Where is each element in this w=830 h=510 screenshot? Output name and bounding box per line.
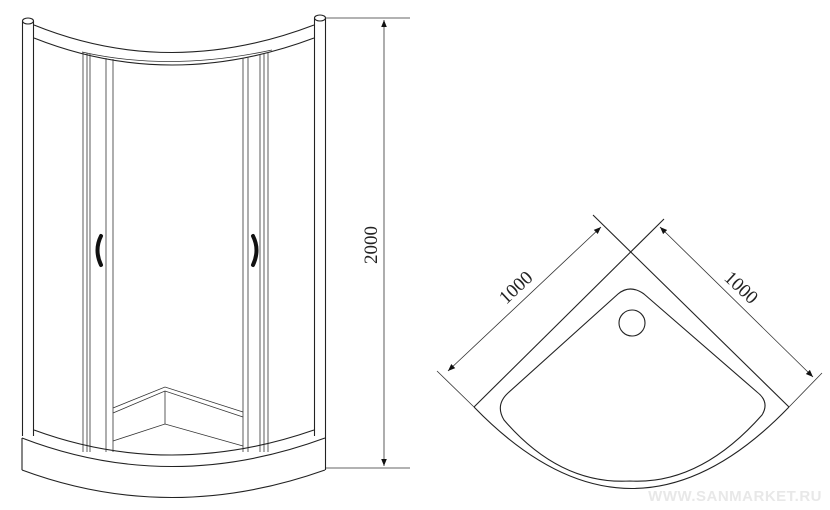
left-handle-icon [95,234,103,267]
top-rail [33,24,315,66]
door-handles [95,234,259,267]
bottom-rail-and-base [21,429,326,499]
plan-view: 1000 1000 [436,214,823,489]
inner-tray [112,386,244,447]
right-handle-icon [251,234,259,267]
front-view: 2000 [21,14,410,499]
tray-outline [436,214,823,489]
watermark: WWW.SANMARKET.RU [648,488,822,505]
height-dimension: 2000 [326,17,410,469]
left-post [21,17,35,436]
drain-icon [618,309,646,337]
inner-basin [499,288,766,482]
right-post [313,14,327,470]
width-label-right: 1000 [720,267,762,308]
width-label-left: 1000 [495,267,537,308]
door-frames [82,52,269,452]
height-label: 2000 [361,226,382,264]
